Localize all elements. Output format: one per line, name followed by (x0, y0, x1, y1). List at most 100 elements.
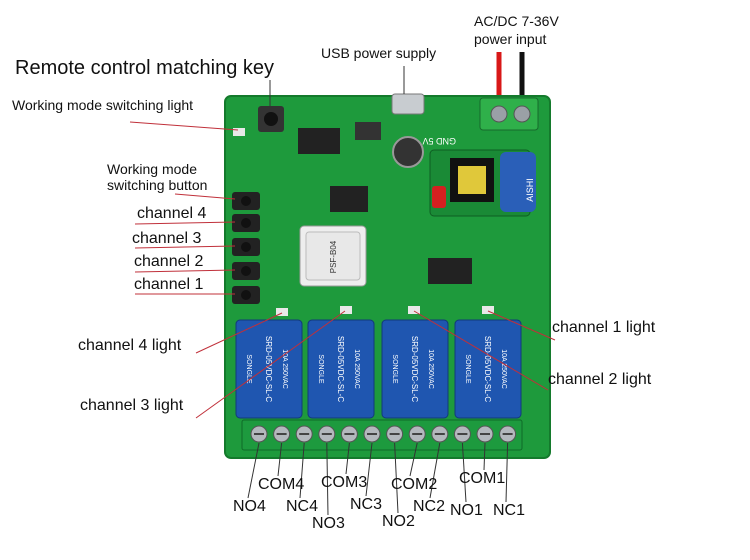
power-terminal-screw (513, 105, 531, 123)
channel-3-led (340, 306, 352, 314)
relay-model-text: SRD-05VDC-SL-C (264, 336, 273, 402)
button-cap (241, 196, 251, 206)
terminal-pointer-lines (247, 442, 509, 516)
channel-2-label: channel 2 (134, 253, 204, 270)
channel-4-label: channel 4 (137, 205, 207, 222)
terminal-pointer-no3 (326, 442, 329, 516)
button-cap (241, 266, 251, 276)
channel-4-pointer (134, 221, 236, 225)
button-cap (241, 218, 251, 228)
channel-2-pointer (134, 269, 236, 273)
terminal-com2-label: COM2 (391, 476, 438, 493)
channel-2-light-label: channel 2 light (548, 371, 652, 388)
capacitor (392, 136, 424, 168)
channel-3-light-label: channel 3 light (80, 397, 184, 414)
relay-body (381, 319, 449, 419)
power-terminal-screw (490, 105, 508, 123)
usb-port (391, 93, 425, 115)
channel-1-light-pointer (487, 310, 556, 341)
relay-brand-text: SONGLE (464, 354, 471, 384)
terminal-nc3-label: NC3 (350, 496, 383, 513)
module-label-text: PSF-B04 (329, 240, 338, 273)
ic-chip (355, 122, 381, 140)
terminal-no1-label: NO1 (450, 502, 483, 519)
relay-body (235, 319, 303, 419)
mode-button-label-line1: Working mode (107, 161, 198, 177)
mode-button-label-line2: switching button (107, 177, 208, 193)
terminal-pointer-com1 (483, 442, 486, 471)
relay-brand-text: SONGLE (317, 354, 324, 384)
button-cap (241, 242, 251, 252)
ic-chip (298, 128, 340, 154)
terminal-screws (250, 425, 517, 443)
terminal-pointer-com3 (345, 442, 350, 475)
terminal-no3-label: NO3 (312, 515, 345, 532)
jack-label-text: GND 5V (422, 136, 456, 146)
red-indicator (432, 186, 446, 208)
terminal-pointer-com2 (409, 442, 418, 477)
usb-label: USB power supply (321, 45, 437, 61)
mode-light-label: Working mode switching light (12, 97, 194, 113)
terminal-no4-label: NO4 (233, 498, 266, 515)
ic-chip (330, 186, 368, 212)
button-cap (241, 290, 251, 300)
terminal-pointer-nc2 (429, 442, 441, 499)
relay-brand-text: SONGLE (245, 354, 252, 384)
relay-rating-text: 10A 250VAC (353, 349, 360, 389)
channel-buttons (232, 192, 260, 304)
transformer-core (458, 166, 486, 194)
remote-key-label: Remote control matching key (15, 57, 275, 79)
terminal-nc1-label: NC1 (493, 502, 526, 519)
relay-rating-text: 10A 250VAC (281, 349, 288, 389)
channel-2-light-pointer (413, 310, 549, 391)
terminal-pointer-com4 (277, 442, 283, 477)
terminal-pointer-nc4 (299, 442, 305, 499)
relay-1: SRD-05VDC-SL-C SONGLE 10A 250VAC (454, 319, 522, 419)
channel-4-light-pointer (195, 312, 283, 354)
supply-capacitor (500, 152, 536, 212)
terminal-pointer-no1 (461, 442, 467, 503)
relay-model-text: SRD-05VDC-SL-C (336, 336, 345, 402)
channel-4-led (276, 308, 288, 316)
power-label-line1: AC/DC 7-36V (474, 13, 559, 29)
supply-brand-text: AISHI (525, 178, 535, 202)
wireless-module-body (305, 231, 361, 281)
terminal-nc2-label: NC2 (413, 498, 446, 515)
terminal-pointer-nc1 (505, 442, 509, 503)
terminal-pointer-no2 (394, 442, 399, 514)
pointer-lines (129, 121, 556, 419)
channel-3-pointer (134, 245, 236, 249)
terminal-pointer-nc3 (365, 442, 373, 497)
channel-1-light-label: channel 1 light (552, 319, 656, 336)
mode-led (233, 128, 245, 136)
mode-button-pointer (174, 193, 236, 200)
channel-3-label: channel 3 (132, 230, 202, 247)
channel-1-label: channel 1 (134, 276, 204, 293)
mode-light-pointer (129, 121, 239, 131)
relay-3: SRD-05VDC-SL-C SONGLE 10A 250VAC (307, 319, 375, 419)
relay-model-text: SRD-05VDC-SL-C (410, 336, 419, 402)
relay-rating-text: 10A 250VAC (427, 349, 434, 389)
relay-2: SRD-05VDC-SL-C SONGLE 10A 250VAC (381, 319, 449, 419)
terminal-com3-label: COM3 (321, 474, 368, 491)
terminal-com4-label: COM4 (258, 476, 305, 493)
terminal-pointer-no4 (247, 442, 260, 499)
terminal-no2-label: NO2 (382, 513, 415, 530)
channel-1-led (482, 306, 494, 314)
ic-chip (428, 258, 472, 284)
channel-2-led (408, 306, 420, 314)
output-terminal-block (241, 419, 523, 451)
matching-key-cap (264, 112, 278, 126)
power-label-line2: power input (474, 31, 547, 47)
terminal-com1-label: COM1 (459, 470, 506, 487)
relay-brand-text: SONGLE (391, 354, 398, 384)
relay-rating-text: 10A 250VAC (500, 349, 507, 389)
channel-4-light-label: channel 4 light (78, 337, 182, 354)
relay-model-text: SRD-05VDC-SL-C (483, 336, 492, 402)
relay-4: SRD-05VDC-SL-C SONGLE 10A 250VAC (235, 319, 303, 419)
relay-body (307, 319, 375, 419)
channel-3-light-pointer (195, 310, 346, 419)
